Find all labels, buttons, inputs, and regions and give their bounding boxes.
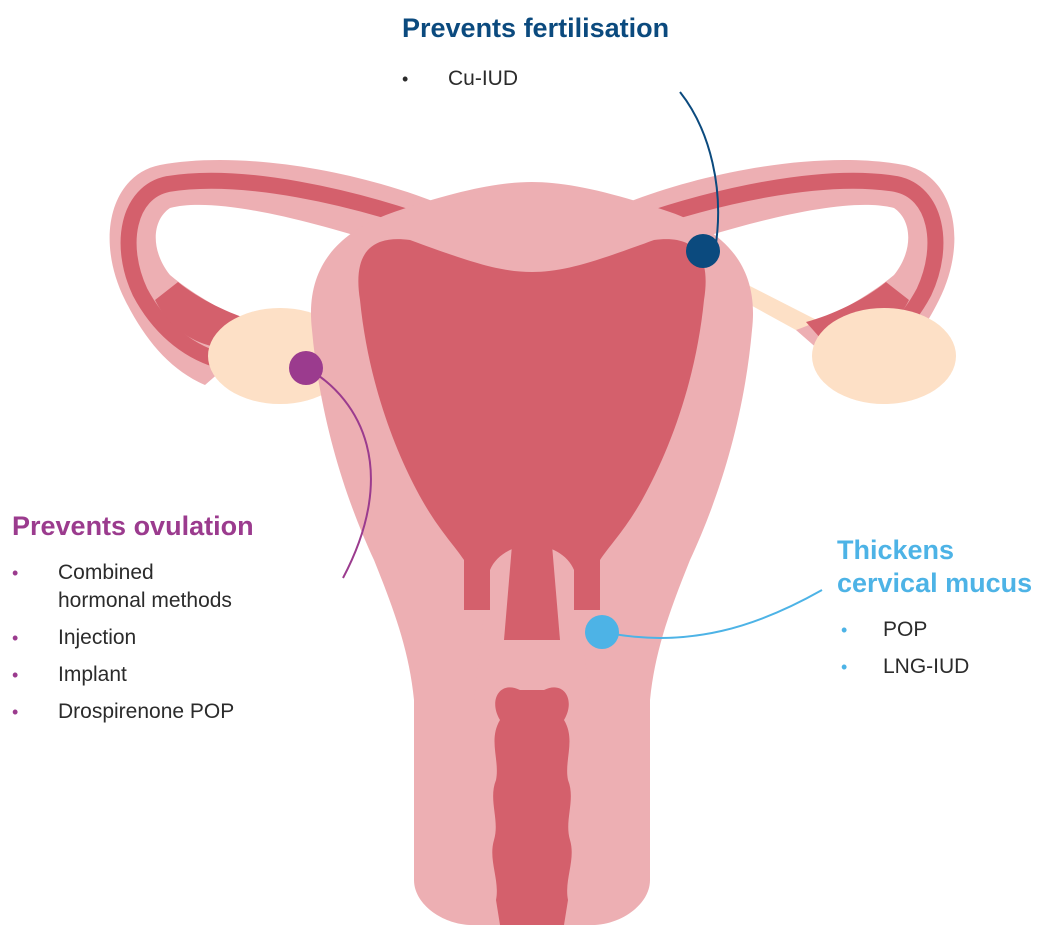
bullet: • bbox=[12, 559, 18, 587]
marker-fertilisation bbox=[686, 234, 720, 268]
heading-prevents-ovulation: Prevents ovulation bbox=[12, 510, 254, 543]
list-thickens-cervical-mucus: • POP • LNG-IUD bbox=[837, 616, 1032, 681]
bullet: • bbox=[12, 698, 18, 726]
method-label: Drospirenone POP bbox=[58, 700, 234, 723]
ovary-right bbox=[812, 308, 956, 404]
list-item: • Injection bbox=[12, 624, 254, 652]
callout-prevents-fertilisation: Prevents fertilisation • Cu-IUD bbox=[402, 12, 669, 93]
list-item: • LNG-IUD bbox=[837, 653, 1032, 681]
marker-ovulation bbox=[289, 351, 323, 385]
list-prevents-ovulation: • Combined hormonal methods • Injection … bbox=[12, 559, 254, 726]
method-label: Combined hormonal methods bbox=[58, 561, 232, 612]
list-item: • Drospirenone POP bbox=[12, 698, 254, 726]
method-label: Cu-IUD bbox=[448, 67, 518, 90]
list-prevents-fertilisation: • Cu-IUD bbox=[402, 65, 669, 93]
callout-thickens-cervical-mucus: Thickens cervical mucus • POP • LNG-IUD bbox=[837, 534, 1032, 690]
list-item: • Combined hormonal methods bbox=[12, 559, 254, 615]
method-label: POP bbox=[883, 618, 927, 641]
bullet: • bbox=[402, 65, 408, 93]
method-label: Implant bbox=[58, 663, 127, 686]
method-label: LNG-IUD bbox=[883, 655, 969, 678]
bullet: • bbox=[841, 653, 847, 681]
bullet: • bbox=[12, 624, 18, 652]
bullet: • bbox=[12, 661, 18, 689]
bullet: • bbox=[841, 616, 847, 644]
callout-prevents-ovulation: Prevents ovulation • Combined hormonal m… bbox=[12, 510, 254, 735]
list-item: • POP bbox=[837, 616, 1032, 644]
heading-thickens-cervical-mucus: Thickens cervical mucus bbox=[837, 534, 1032, 600]
list-item: • Implant bbox=[12, 661, 254, 689]
marker-cervical-mucus bbox=[585, 615, 619, 649]
cervical-canal bbox=[504, 545, 560, 640]
list-item: • Cu-IUD bbox=[402, 65, 669, 93]
heading-prevents-fertilisation: Prevents fertilisation bbox=[402, 12, 669, 45]
method-label: Injection bbox=[58, 626, 136, 649]
vaginal-canal bbox=[492, 687, 571, 925]
